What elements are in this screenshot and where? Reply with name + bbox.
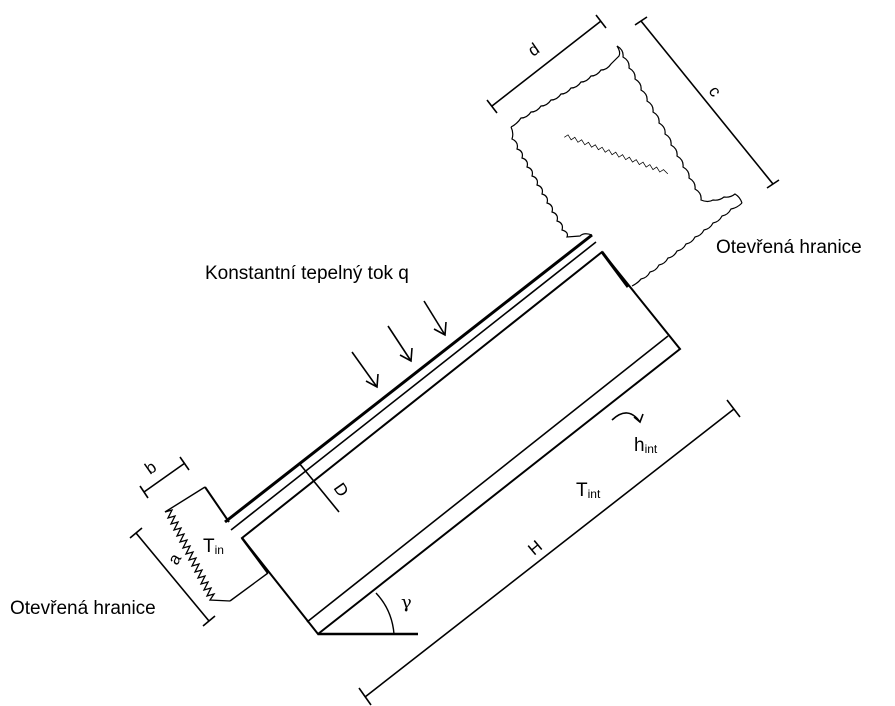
- outlet-open-boundary-bottom-side: [631, 202, 743, 287]
- dimension-D: [298, 462, 340, 513]
- h-int-arrow: [611, 412, 644, 424]
- outlet-top-edge: [600, 251, 630, 288]
- open-boundary-top-label: Otevřená hranice: [716, 237, 862, 258]
- dimension-a: [129, 527, 216, 627]
- dim-a-label: a: [164, 550, 185, 568]
- t-int-sub: int: [588, 487, 601, 501]
- h-int-sub: int: [645, 442, 658, 456]
- t-in-main: T: [203, 536, 215, 557]
- outlet-open-boundary-left-side: [510, 126, 593, 238]
- dim-D-label: D: [330, 479, 353, 500]
- dimension-c: [634, 16, 780, 189]
- outlet-open-boundary-right-side: [616, 45, 743, 204]
- outlet-boundary-west: [511, 127, 538, 259]
- heat-flux-arrows: [351, 300, 447, 389]
- h-int-main: h: [634, 435, 645, 456]
- t-int-label: Tint: [576, 480, 601, 501]
- channel-inner-wall: [306, 335, 669, 623]
- inlet-left-edge: [164, 486, 206, 513]
- dim-d-label: d: [524, 39, 543, 60]
- dim-b-label: b: [141, 457, 160, 478]
- outlet-box-outline: [510, 123, 646, 272]
- dimension-H: [358, 399, 741, 706]
- channel-outer-body: [240, 250, 682, 636]
- absorber-plate-outer: [224, 233, 593, 524]
- absorber-plate-inner: [230, 241, 597, 531]
- outlet-open-boundary-top-side: [510, 45, 621, 128]
- open-boundary-bottom-label: Otevřená hranice: [10, 598, 156, 619]
- heat-flux-label: Konstantní tepelný tok q: [205, 263, 409, 284]
- dimension-b: [139, 456, 190, 499]
- dim-H-label: H: [524, 537, 546, 559]
- dim-c-label: c: [705, 82, 726, 100]
- inlet-open-boundary: [164, 508, 231, 602]
- dimension-d: [486, 14, 607, 114]
- t-in-sub: in: [215, 543, 224, 557]
- h-int-label: hint: [634, 435, 658, 456]
- inlet-bottom-edge: [241, 537, 269, 574]
- angle-gamma: [318, 592, 418, 636]
- angle-gamma-label: γ: [401, 592, 412, 613]
- t-int-main: T: [576, 480, 588, 501]
- inlet-shoulder: [204, 486, 230, 523]
- t-in-label: Tin: [203, 536, 224, 557]
- outlet-open-region: [510, 42, 742, 278]
- inlet-lower-edge: [229, 572, 269, 602]
- outlet-open-boundary: [564, 134, 669, 175]
